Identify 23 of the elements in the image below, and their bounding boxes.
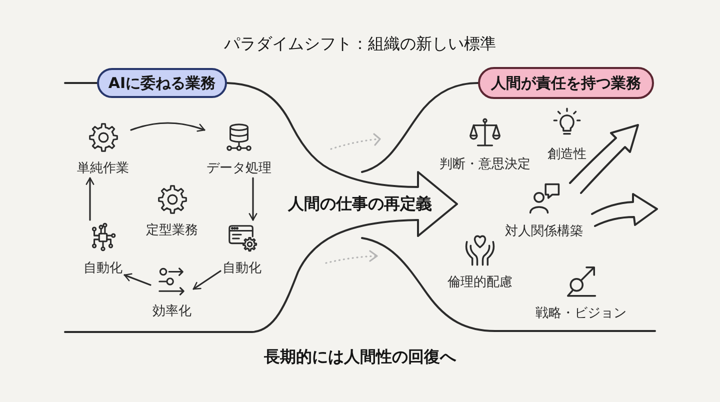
arrow-label: 人間の仕事の再定義 <box>288 194 432 213</box>
arrow <box>86 177 94 221</box>
item-label: 倫理的配慮 <box>448 275 512 290</box>
item-label: 単純作業 <box>77 161 129 176</box>
connector-line <box>361 82 479 173</box>
arrow <box>192 270 222 290</box>
category-pill: 人間が責任を持つ業務 <box>478 67 654 99</box>
item-label: 判断・意思決定 <box>440 157 530 172</box>
arrow <box>124 273 152 286</box>
item-label: 戦略・ビジョン <box>536 306 626 321</box>
item-label: 対人関係構築 <box>505 224 583 239</box>
arrow <box>130 122 206 132</box>
item-label: 自動化 <box>84 261 122 276</box>
item-label: 定型業務 <box>146 223 198 238</box>
item-label: データ処理 <box>206 161 272 176</box>
caption: 長期的には人間性の回復へ <box>264 347 456 366</box>
title: パラダイムシフト：組織の新しい標準 <box>224 34 496 53</box>
connector-line <box>226 82 337 173</box>
category-pill: AIに委ねる業務 <box>97 68 227 98</box>
item-label: 自動化 <box>222 261 262 276</box>
arrow <box>248 177 258 221</box>
item-label: 創造性 <box>548 147 586 162</box>
item-label: 効率化 <box>152 304 192 319</box>
